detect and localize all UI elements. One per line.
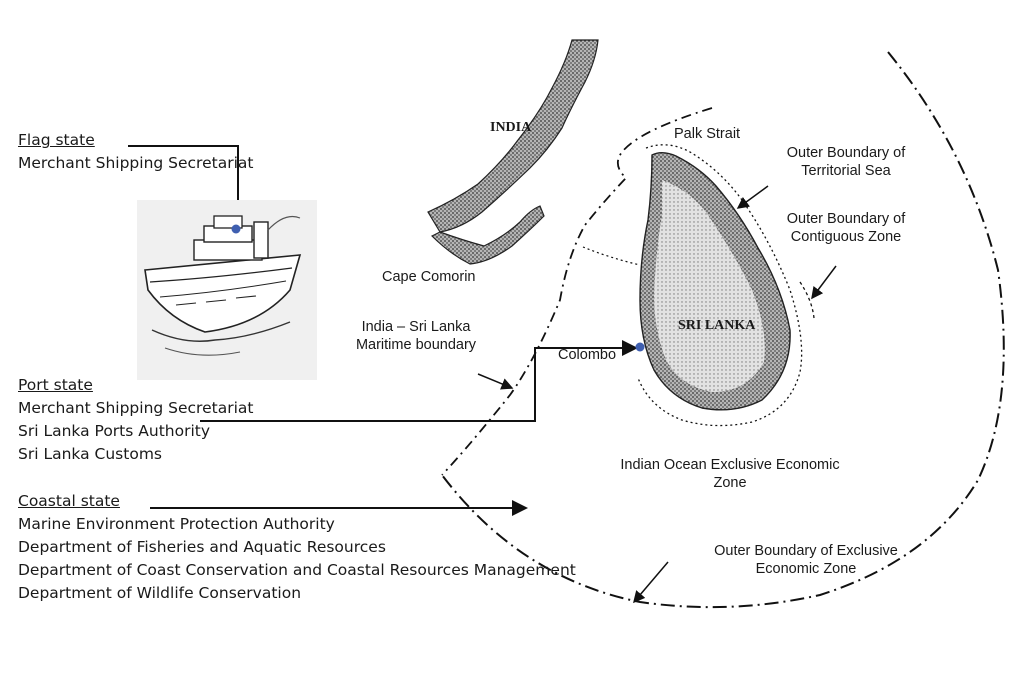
ship-illustration xyxy=(137,200,317,380)
eez-boundary-line xyxy=(441,51,1005,609)
cape-comorin-label: Cape Comorin xyxy=(382,269,476,285)
flag-state-heading: Flag state xyxy=(18,131,95,149)
flag-marker xyxy=(231,224,241,234)
sri-lanka-interior xyxy=(654,180,765,392)
coastal-state-agency: Department of Coast Conservation and Coa… xyxy=(18,561,576,579)
port-state-agency: Sri Lanka Ports Authority xyxy=(18,422,211,440)
colombo-marker xyxy=(635,342,645,352)
port-state-heading: Port state xyxy=(18,376,93,394)
coastal-state-agency: Marine Environment Protection Authority xyxy=(18,515,335,533)
india-south-coast xyxy=(430,205,545,265)
india-coast xyxy=(427,39,599,233)
territorial-sea-pointer xyxy=(736,185,769,209)
maritime-boundary-pointer xyxy=(477,373,514,390)
sri-lanka-label: SRI LANKA xyxy=(678,318,756,333)
flag-state-agency: Merchant Shipping Secretariat xyxy=(18,154,254,172)
palk-strait-label: Palk Strait xyxy=(674,126,741,142)
coastal-state-heading: Coastal state xyxy=(18,492,120,510)
maritime-boundary-line xyxy=(441,107,713,476)
india-label: INDIA xyxy=(490,120,532,135)
port-state-block: Port state Merchant Shipping Secretariat… xyxy=(18,374,253,466)
gulf-of-mannar-dotted xyxy=(582,246,641,266)
contiguous-zone-line xyxy=(799,281,815,319)
colombo-label: Colombo xyxy=(558,347,617,363)
eez-boundary-pointer xyxy=(633,561,669,604)
flag-state-connector xyxy=(128,145,246,226)
flag-state-block: Flag state Merchant Shipping Secretariat xyxy=(18,129,253,175)
port-state-agency: Merchant Shipping Secretariat xyxy=(18,399,254,417)
coastal-state-agency: Department of Wildlife Conservation xyxy=(18,584,302,602)
coastal-state-block: Coastal state Marine Environment Protect… xyxy=(18,490,576,605)
contiguous-zone-pointer xyxy=(811,265,837,300)
coastal-state-agency: Department of Fisheries and Aquatic Reso… xyxy=(18,538,386,556)
port-state-agency: Sri Lanka Customs xyxy=(18,445,162,463)
territorial-sea-line xyxy=(637,144,803,427)
port-state-connector xyxy=(200,340,638,422)
